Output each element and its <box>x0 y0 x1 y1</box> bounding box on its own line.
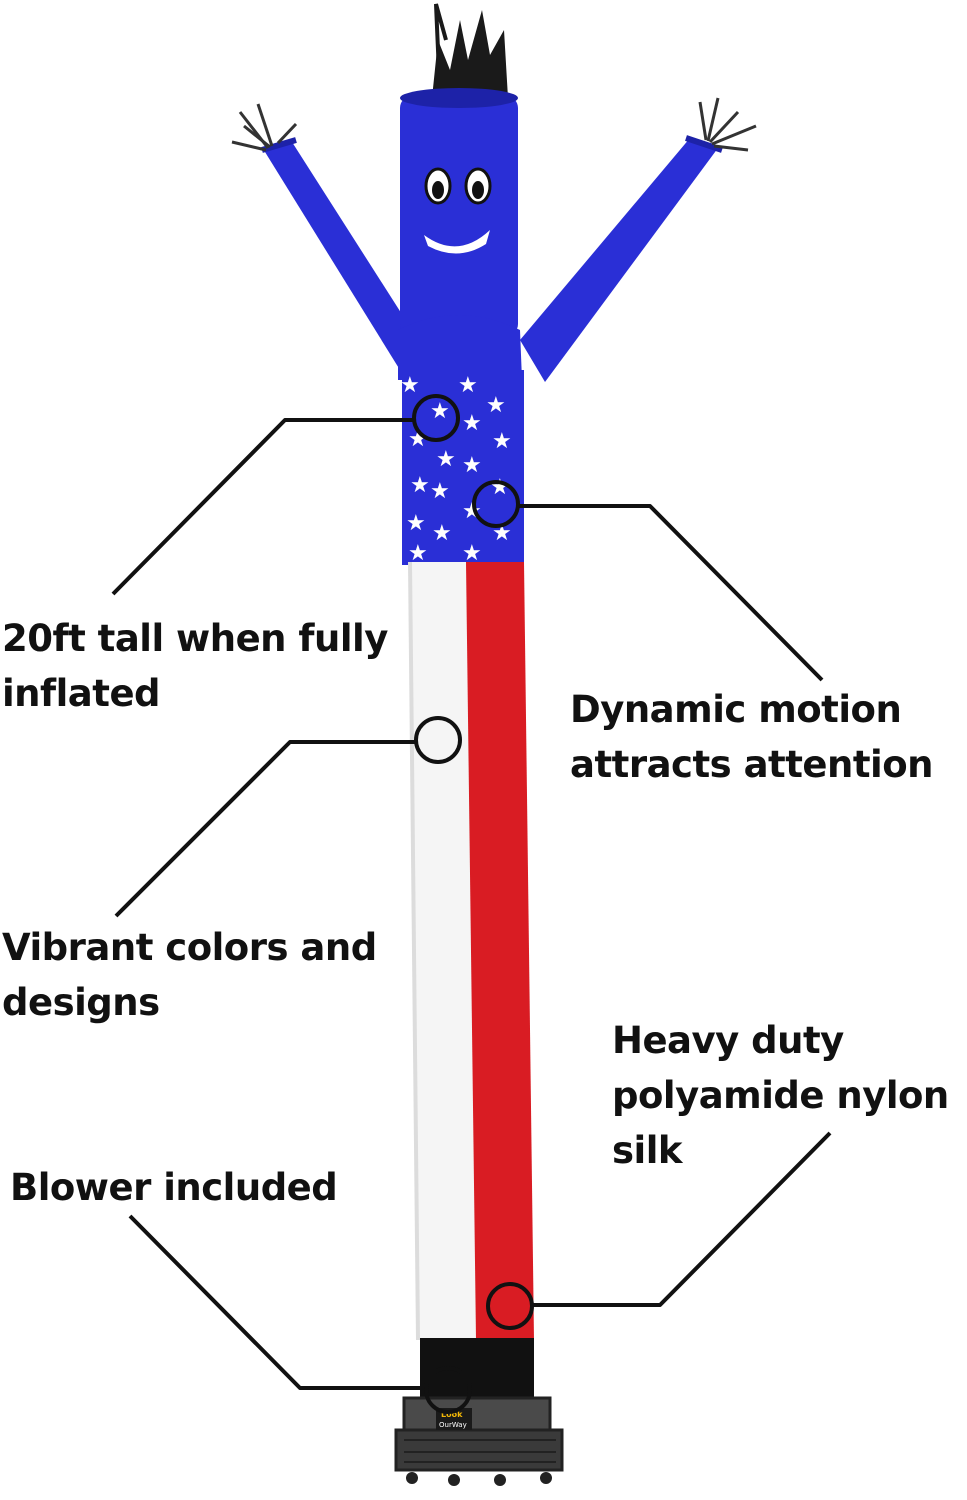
callout-line-nylon <box>532 1131 832 1307</box>
callout-tall: 20ft tall when fully inflated <box>2 611 388 721</box>
callout-nylon-line2: polyamide nylon <box>612 1074 949 1117</box>
callout-colors-line2: designs <box>2 981 160 1024</box>
eyes-icon <box>424 167 492 205</box>
svg-text:★: ★ <box>406 511 426 536</box>
svg-text:★: ★ <box>430 399 450 424</box>
svg-text:★: ★ <box>430 479 450 504</box>
callout-blower-line1: Blower included <box>10 1166 338 1209</box>
svg-text:★: ★ <box>462 411 482 436</box>
head-streamers <box>432 3 508 98</box>
blower-unit: Look OurWay <box>394 1396 564 1486</box>
callout-nylon: Heavy duty polyamide nylon silk <box>612 1013 949 1178</box>
marker-tall <box>412 394 460 442</box>
svg-text:★: ★ <box>400 373 420 398</box>
callout-motion-line2: attracts attention <box>570 743 934 786</box>
callout-line-colors <box>114 740 415 918</box>
svg-text:★: ★ <box>436 447 456 472</box>
callout-tall-line2: inflated <box>2 672 161 715</box>
marker-motion <box>472 480 520 528</box>
marker-nylon <box>486 1282 534 1330</box>
stars-section: ★★ ★★ ★★ ★★ ★★ ★★ ★★ ★★ ★★ <box>400 370 524 566</box>
callout-tall-line1: 20ft tall when fully <box>2 617 388 660</box>
left-arm <box>231 103 412 370</box>
callout-blower: Blower included <box>10 1160 338 1215</box>
svg-text:★: ★ <box>432 521 452 546</box>
svg-text:★: ★ <box>458 373 478 398</box>
svg-text:★: ★ <box>462 453 482 478</box>
callout-markers <box>412 394 534 1414</box>
callout-line-tall <box>111 418 415 596</box>
marker-blower <box>424 1366 472 1414</box>
svg-text:★: ★ <box>492 429 512 454</box>
svg-text:★: ★ <box>410 473 430 498</box>
right-hand-streamers <box>698 97 757 152</box>
blower-label-line2: OurWay <box>439 1421 467 1429</box>
callout-line-blower <box>128 1214 428 1390</box>
blower-label-line1: Look <box>441 1410 463 1419</box>
right-arm <box>520 97 757 382</box>
stripes-section <box>408 561 534 1341</box>
callout-lines <box>111 418 832 1390</box>
svg-text:★: ★ <box>462 541 482 566</box>
blower-wheels <box>406 1472 552 1486</box>
callout-colors: Vibrant colors and designs <box>2 920 377 1030</box>
callout-motion-line1: Dynamic motion <box>570 688 902 731</box>
shoulders <box>398 315 522 380</box>
head <box>400 88 518 336</box>
callout-line-motion <box>518 504 824 682</box>
svg-text:★: ★ <box>486 393 506 418</box>
marker-colors <box>414 716 462 764</box>
svg-text:★: ★ <box>408 541 428 566</box>
callout-nylon-line3: silk <box>612 1129 682 1172</box>
callout-nylon-line1: Heavy duty <box>612 1019 844 1062</box>
callout-colors-line1: Vibrant colors and <box>2 926 377 969</box>
callout-motion: Dynamic motion attracts attention <box>570 682 934 792</box>
left-hand-streamers <box>231 103 298 152</box>
svg-text:★: ★ <box>490 475 510 500</box>
smile-icon <box>424 230 490 254</box>
